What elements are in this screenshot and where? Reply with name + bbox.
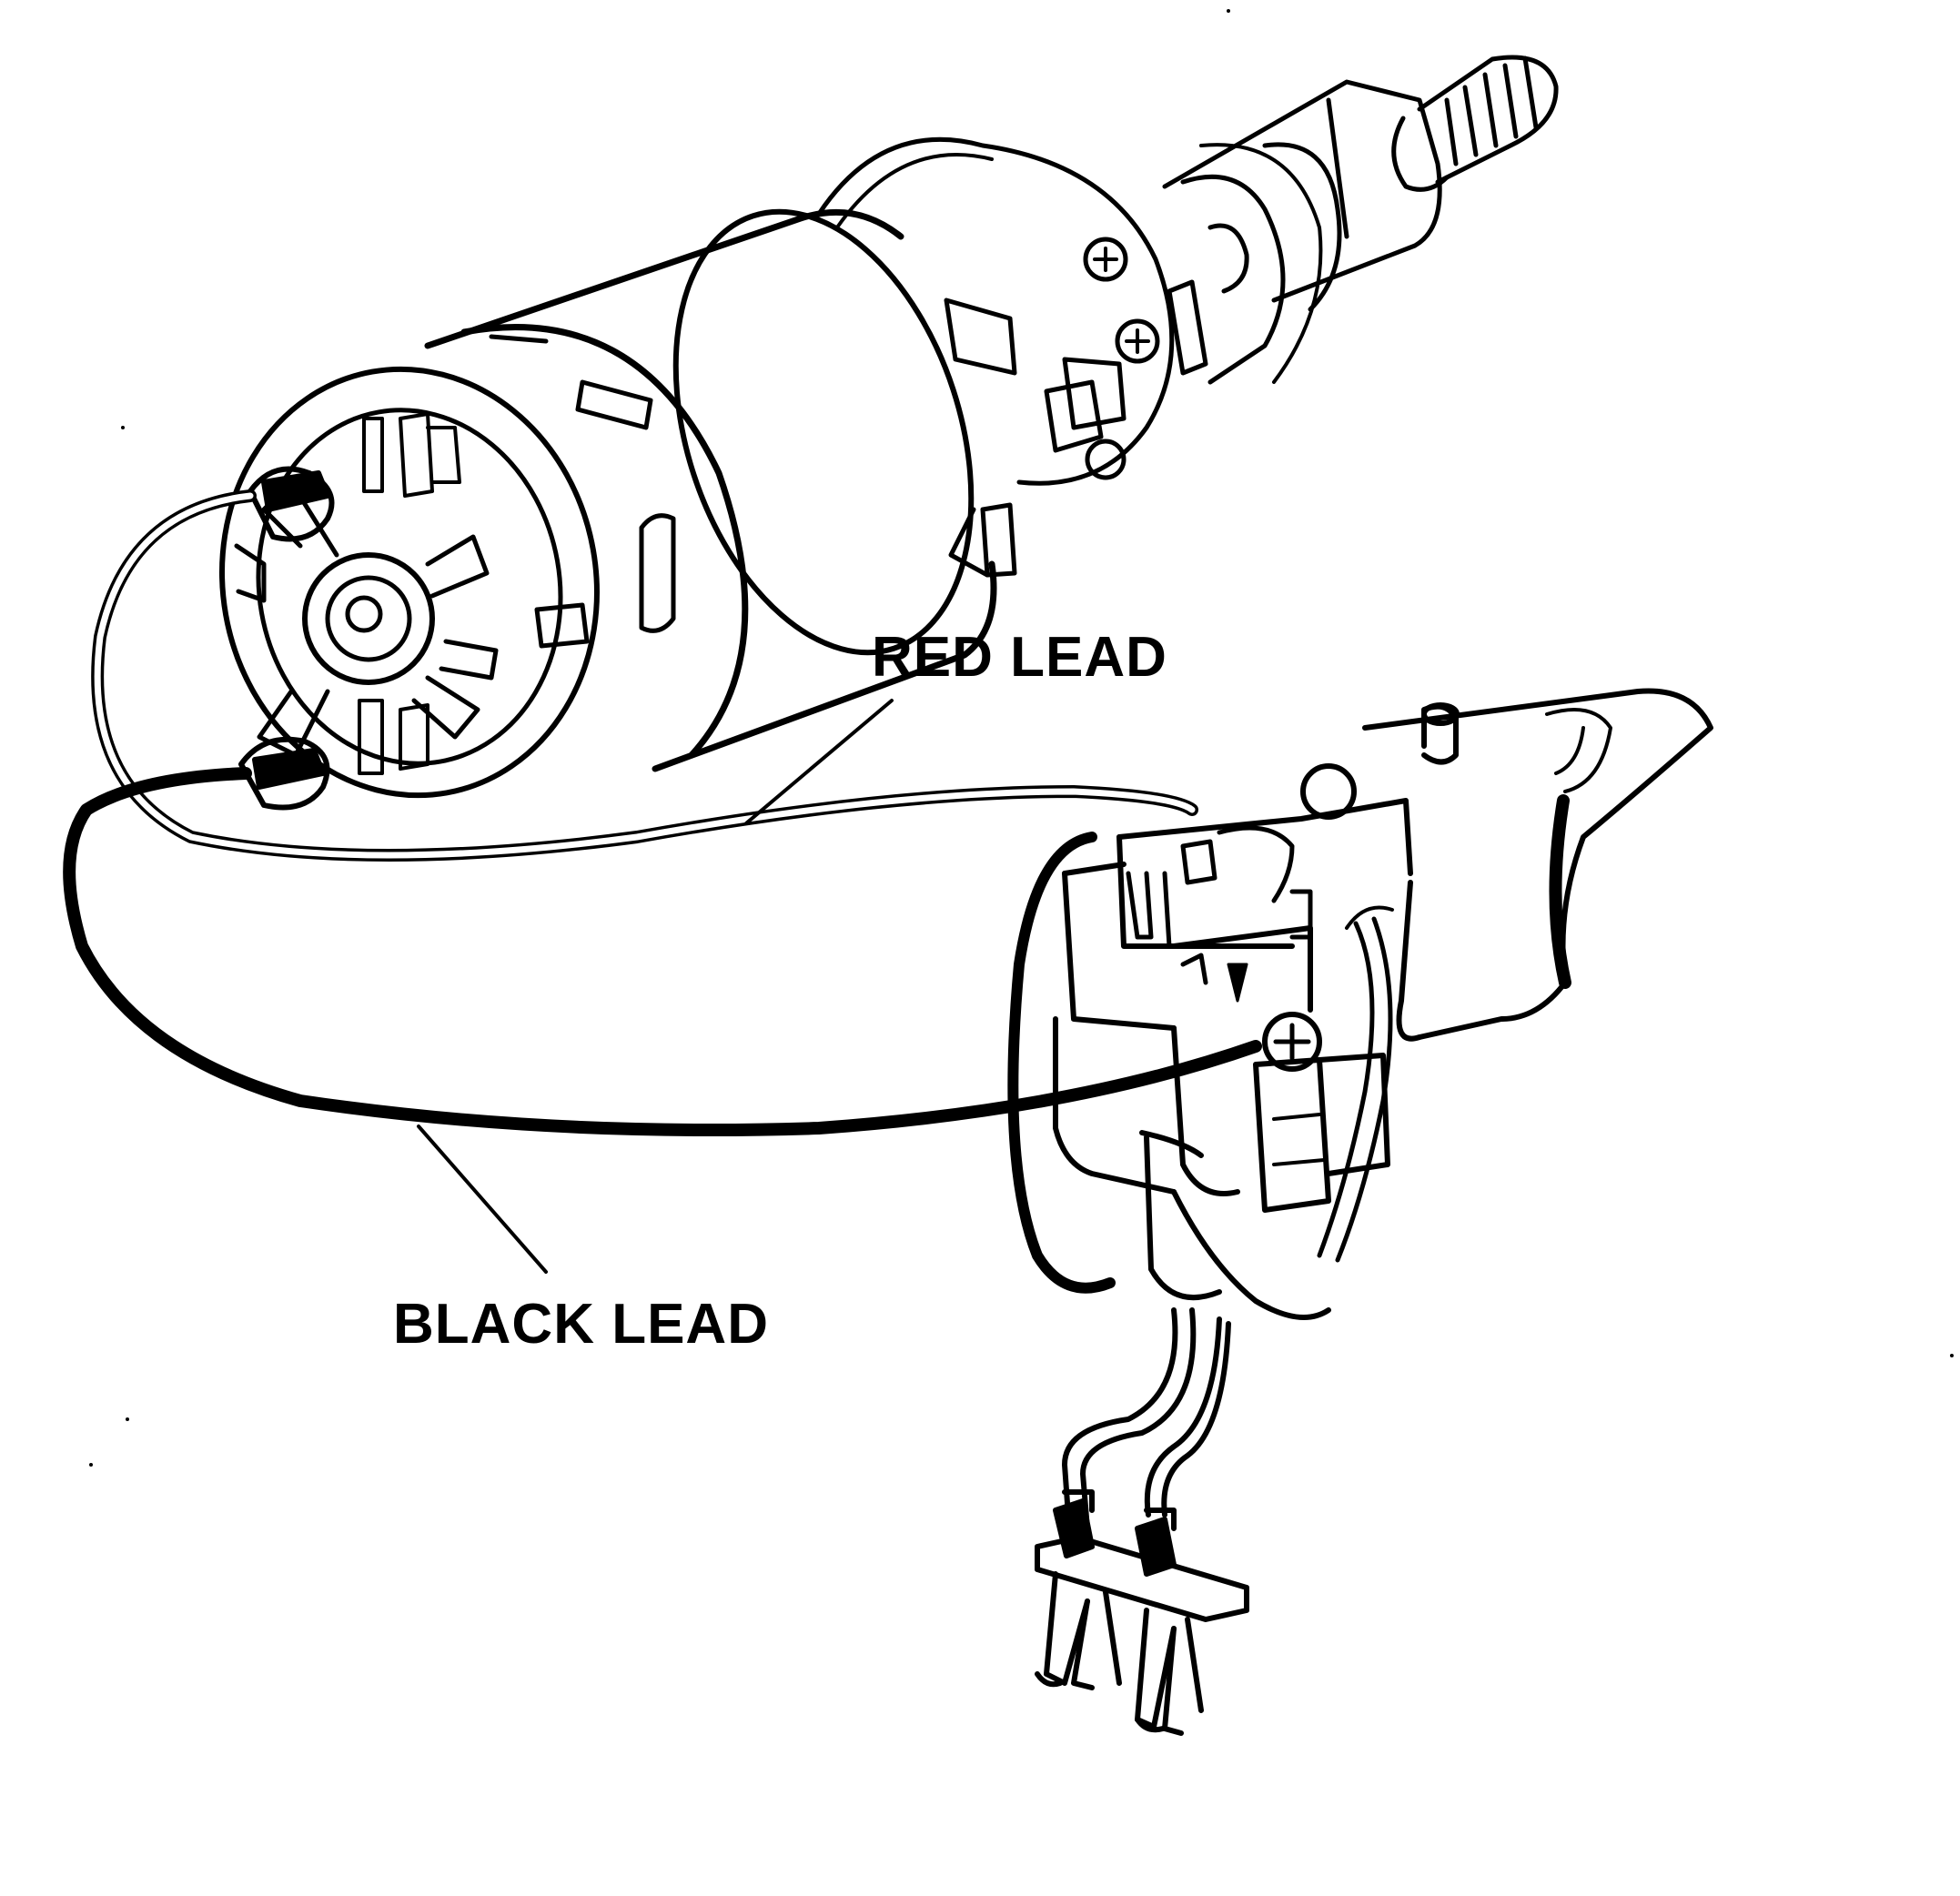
gearbox-housing bbox=[816, 79, 1442, 578]
red-lead-wire bbox=[91, 489, 1198, 862]
black-lead-loop bbox=[1007, 832, 1116, 1294]
trigger-switch bbox=[1035, 688, 1713, 1736]
output-spindle bbox=[1391, 55, 1559, 192]
battery-terminal-block bbox=[1035, 1489, 1249, 1736]
motor-terminals bbox=[238, 466, 335, 811]
motor-assembly bbox=[219, 55, 1559, 811]
motor-end-cap bbox=[219, 366, 600, 799]
motor-can bbox=[424, 208, 997, 772]
wire-leads bbox=[63, 489, 1262, 1294]
black-lead-label: BLACK LEAD bbox=[393, 1293, 769, 1356]
black-lead-wire bbox=[63, 767, 1262, 1136]
trigger-body bbox=[1300, 688, 1713, 1042]
scan-specks bbox=[89, 9, 1954, 1467]
red-lead-leader-line bbox=[744, 699, 894, 825]
black-lead-leader-line bbox=[417, 1124, 548, 1274]
switch-housing bbox=[1053, 798, 1413, 1320]
battery-leads bbox=[1062, 1307, 1231, 1531]
red-lead-label: RED LEAD bbox=[872, 626, 1167, 689]
